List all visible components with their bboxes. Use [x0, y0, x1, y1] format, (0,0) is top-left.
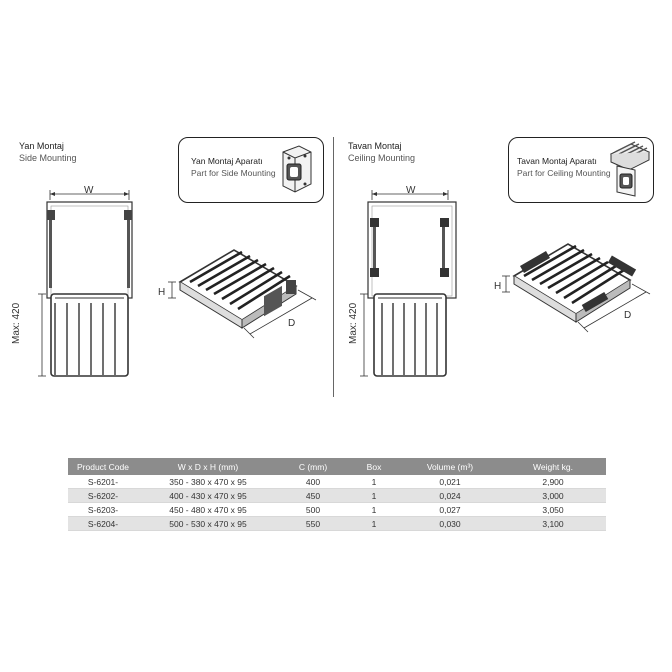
- cell-product-code: S-6201-: [68, 475, 138, 489]
- side-mounting-title-tr: Yan Montaj: [19, 141, 64, 151]
- cell-c: 500: [278, 502, 348, 517]
- cell-weight: 3,100: [500, 516, 606, 531]
- side-width-label: W: [84, 185, 94, 196]
- ceiling-mount-part-title: Tavan Montaj Aparatı: [517, 156, 597, 166]
- cell-box: 1: [348, 488, 400, 503]
- ceiling-mounting-title-en: Ceiling Mounting: [348, 153, 416, 163]
- side-mount-iso-view: [168, 249, 317, 339]
- cell-product-code: S-6202-: [68, 488, 138, 503]
- table-row: S-6203- 450 - 480 x 470 x 95 500 1 0,027…: [68, 502, 606, 517]
- ceiling-mount-iso-view: [502, 243, 651, 333]
- product-spec-table: Product Code W x D x H (mm) C (mm) Box V…: [68, 458, 606, 531]
- cell-c: 450: [278, 488, 348, 503]
- side-mount-bracket-icon: [282, 145, 312, 193]
- table-header-row: Product Code W x D x H (mm) C (mm) Box V…: [68, 458, 606, 475]
- cell-dimensions: 400 - 430 x 470 x 95: [138, 488, 278, 503]
- cell-box: 1: [348, 502, 400, 517]
- ceiling-mount-bracket-icon: [609, 141, 651, 197]
- ceiling-mounting-title-tr: Tavan Montaj: [348, 141, 402, 151]
- cell-volume: 0,024: [400, 488, 500, 503]
- cell-weight: 2,900: [500, 475, 606, 489]
- table-row: S-6204- 500 - 530 x 470 x 95 550 1 0,030…: [68, 516, 606, 531]
- header-dimensions: W x D x H (mm): [138, 458, 278, 475]
- ceiling-max-height-label: Max: 420: [348, 302, 359, 344]
- header-weight: Weight kg.: [500, 458, 606, 475]
- cell-dimensions: 500 - 530 x 470 x 95: [138, 516, 278, 531]
- side-depth-label: D: [288, 318, 296, 329]
- side-mount-part-title: Yan Montaj Aparatı: [191, 156, 263, 166]
- cell-c: 550: [278, 516, 348, 531]
- side-mounting-title-en: Side Mounting: [19, 153, 77, 163]
- ceiling-depth-label: D: [624, 310, 632, 321]
- cell-product-code: S-6204-: [68, 516, 138, 531]
- side-mount-front-view: [38, 190, 133, 377]
- header-box: Box: [348, 458, 400, 475]
- cell-volume: 0,030: [400, 516, 500, 531]
- ceiling-mount-tray-bars: [374, 295, 450, 380]
- cell-weight: 3,050: [500, 502, 606, 517]
- cell-volume: 0,027: [400, 502, 500, 517]
- side-mount-part-subtitle: Part for Side Mounting: [191, 168, 276, 178]
- ceiling-mount-front-view: [360, 190, 457, 377]
- cell-product-code: S-6203-: [68, 502, 138, 517]
- table-row: S-6201- 350 - 380 x 470 x 95 400 1 0,021…: [68, 475, 606, 489]
- cell-dimensions: 350 - 380 x 470 x 95: [138, 475, 278, 489]
- side-mount-tray-bars: [45, 295, 125, 380]
- side-max-height-label: Max: 420: [11, 302, 22, 344]
- side-height-label: H: [158, 287, 166, 298]
- table-row: S-6202- 400 - 430 x 470 x 95 450 1 0,024…: [68, 488, 606, 503]
- ceiling-width-label: W: [406, 185, 416, 196]
- side-mount-part-callout: Yan Montaj Aparatı Part for Side Mountin…: [178, 137, 324, 203]
- ceiling-height-label: H: [494, 281, 502, 292]
- ceiling-mount-part-callout: Tavan Montaj Aparatı Part for Ceiling Mo…: [508, 137, 654, 203]
- section-divider: [333, 137, 334, 397]
- cell-box: 1: [348, 475, 400, 489]
- cell-c: 400: [278, 475, 348, 489]
- header-volume: Volume (m³): [400, 458, 500, 475]
- header-c: C (mm): [278, 458, 348, 475]
- cell-box: 1: [348, 516, 400, 531]
- ceiling-mount-part-subtitle: Part for Ceiling Mounting: [517, 168, 611, 178]
- cell-dimensions: 450 - 480 x 470 x 95: [138, 502, 278, 517]
- cell-weight: 3,000: [500, 488, 606, 503]
- header-product-code: Product Code: [68, 458, 138, 475]
- cell-volume: 0,021: [400, 475, 500, 489]
